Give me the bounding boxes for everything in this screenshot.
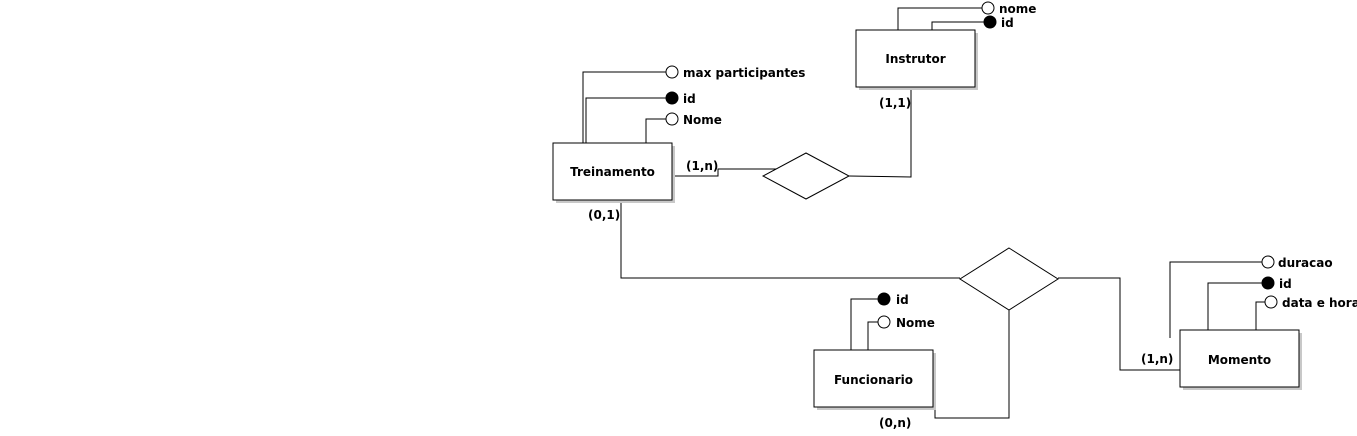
attribute-funcionario-nome[interactable]: Nome: [877, 315, 935, 330]
conn-treinamento-rel2: [620, 200, 960, 279]
attribute-max-participantes-label: max participantes: [683, 66, 805, 80]
entity-treinamento[interactable]: Treinamento: [552, 142, 675, 203]
conn-funcionario-nome: [867, 321, 878, 350]
conn-rel2-momento: [1058, 277, 1180, 371]
attribute-instrutor-nome[interactable]: nome: [981, 1, 1036, 16]
attribute-treinamento-nome-label: Nome: [683, 113, 722, 127]
entity-treinamento-label: Treinamento: [570, 165, 655, 179]
conn-momento-data: [1255, 301, 1265, 330]
cardinality-instrutor: (1,1): [879, 96, 911, 110]
cardinality-momento: (1,n): [1141, 352, 1173, 366]
entity-funcionario[interactable]: Funcionario: [813, 349, 936, 410]
attribute-funcionario-nome-label: Nome: [896, 316, 935, 330]
attribute-momento-duracao[interactable]: duracao: [1261, 255, 1333, 270]
attribute-circle-icon: [665, 112, 679, 126]
entity-momento-label: Momento: [1208, 353, 1271, 367]
attribute-circle-icon: [877, 315, 891, 329]
conn-rel1-instrutor: [848, 88, 912, 178]
conn-instrutor-id: [931, 21, 984, 30]
entity-funcionario-label: Funcionario: [834, 373, 913, 387]
attribute-momento-data-e-hora[interactable]: data e hora: [1264, 295, 1357, 310]
entity-momento[interactable]: Momento: [1179, 329, 1302, 390]
attribute-circle-icon: [665, 65, 679, 79]
attribute-treinamento-id[interactable]: id: [665, 91, 696, 106]
conn-treinamento-id: [585, 97, 666, 143]
conn-momento-id: [1207, 282, 1262, 330]
conn-funcionario-id: [850, 298, 878, 350]
attribute-circle-icon: [981, 1, 995, 15]
cardinality-treinamento-rel1: (1,n): [686, 159, 718, 173]
attribute-treinamento-id-label: id: [683, 92, 696, 106]
entity-instrutor-label: Instrutor: [885, 52, 945, 66]
conn-rel2-funcionario: [934, 310, 1010, 419]
attribute-momento-duracao-label: duracao: [1278, 256, 1333, 270]
attribute-circle-icon: [1264, 295, 1278, 309]
relationship-treinamento-instrutor[interactable]: [761, 152, 851, 200]
attribute-funcionario-id[interactable]: id: [877, 292, 909, 307]
attribute-circle-icon: [1261, 255, 1275, 269]
attribute-instrutor-id-label: id: [1001, 16, 1014, 30]
attribute-momento-id[interactable]: id: [1261, 276, 1292, 291]
attribute-momento-id-label: id: [1279, 277, 1292, 291]
cardinality-funcionario: (0,n): [879, 416, 911, 430]
conn-momento-duracao: [1169, 261, 1262, 338]
entity-instrutor[interactable]: Instrutor: [855, 29, 978, 90]
attribute-instrutor-id[interactable]: id: [983, 15, 1014, 30]
attribute-max-participantes[interactable]: max participantes: [665, 65, 805, 80]
attribute-funcionario-id-label: id: [896, 293, 909, 307]
conn-treinamento-max: [582, 71, 666, 143]
connectors: [582, 7, 1265, 419]
key-attribute-circle-icon: [877, 292, 891, 306]
key-attribute-circle-icon: [1261, 276, 1275, 290]
conn-treinamento-nome: [645, 118, 666, 143]
conn-treinamento-rel1: [673, 168, 785, 177]
attribute-momento-data-e-hora-label: data e hora: [1282, 296, 1357, 310]
attribute-treinamento-nome[interactable]: Nome: [665, 112, 722, 127]
cardinality-treinamento-rel2: (0,1): [588, 208, 620, 222]
key-attribute-circle-icon: [983, 15, 997, 29]
conn-instrutor-nome: [897, 7, 982, 30]
key-attribute-circle-icon: [665, 91, 679, 105]
relationship-treinamento-funcionario-momento[interactable]: [959, 247, 1059, 311]
attribute-instrutor-nome-label: nome: [999, 2, 1036, 16]
